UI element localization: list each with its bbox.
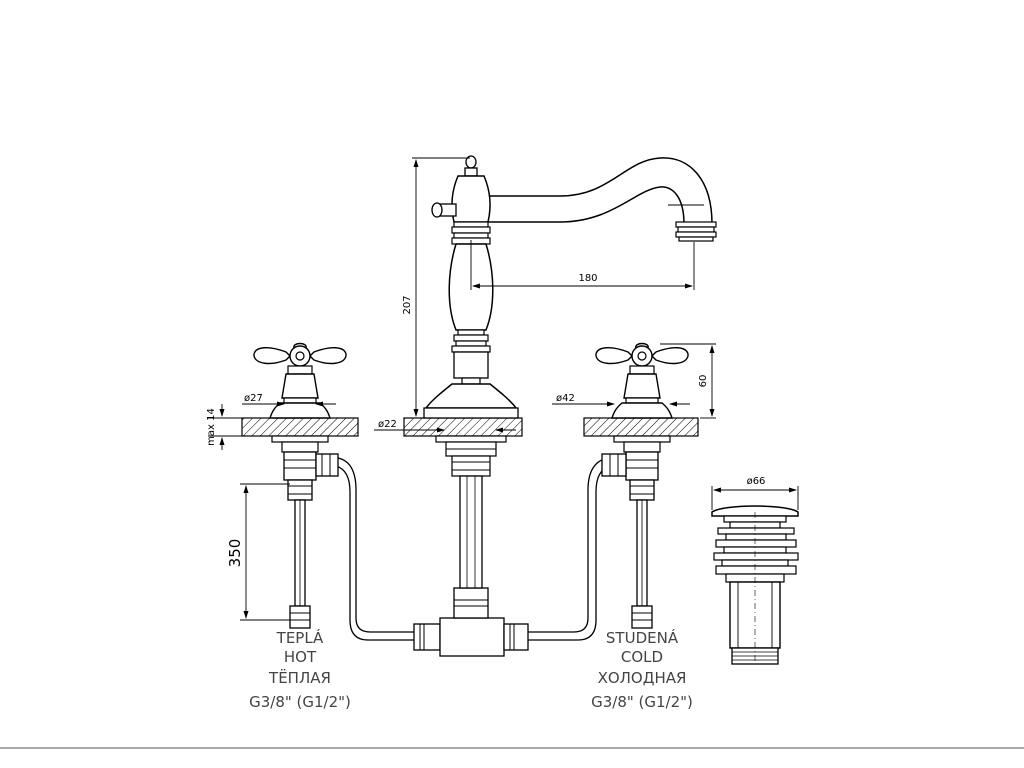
deck-section (241, 417, 699, 437)
hot-label-line1: TEPLÁ (276, 628, 324, 647)
dimension-spout-reach: 180 (578, 273, 597, 284)
dimension-cold-handle-diameter: ø42 (556, 393, 575, 404)
dimension-spout-height: 207 (402, 295, 413, 314)
cold-label-line2: COLD (621, 648, 663, 666)
dimension-hot-handle-diameter: ø27 (244, 393, 263, 404)
cold-label-line1: STUDENÁ (606, 628, 679, 647)
drain-assembly (711, 505, 799, 665)
hot-label-line2: HOT (284, 648, 317, 666)
dimension-drain-diameter: ø66 (747, 476, 766, 487)
cold-valve-assembly (595, 342, 689, 629)
hot-valve-assembly (253, 342, 347, 629)
dimension-handle-height: 60 (698, 375, 709, 388)
hot-connection-label: TEPLÁ HOT TЁПЛАЯ G3/8" (G1/2") (249, 628, 351, 711)
connecting-pipe (335, 457, 611, 657)
dimension-spout-base-diameter: ø22 (378, 419, 397, 430)
cold-label-line4: G3/8" (G1/2") (591, 693, 693, 711)
cold-label-line3: ХОЛОДНАЯ (598, 669, 687, 687)
dimension-deck-thickness: max 14 (206, 408, 217, 446)
hot-label-line3: TЁПЛАЯ (268, 668, 331, 687)
cold-connection-label: STUDENÁ COLD ХОЛОДНАЯ G3/8" (G1/2") (591, 628, 693, 711)
dimension-lines (208, 157, 799, 621)
spout-assembly (423, 155, 717, 589)
hot-label-line4: G3/8" (G1/2") (249, 693, 351, 711)
dimension-hose-length: 350 (226, 539, 244, 568)
